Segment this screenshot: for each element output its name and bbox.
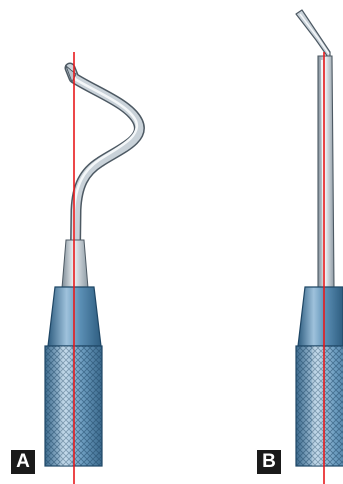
ferrule-b	[298, 287, 343, 346]
panel-label-a: A	[11, 450, 35, 474]
instrument-b	[296, 10, 343, 484]
handle-b	[296, 346, 343, 466]
panel-label-b: B	[257, 450, 281, 474]
straight-shank-instrument-icon	[296, 10, 334, 288]
instrument-a	[45, 52, 139, 484]
